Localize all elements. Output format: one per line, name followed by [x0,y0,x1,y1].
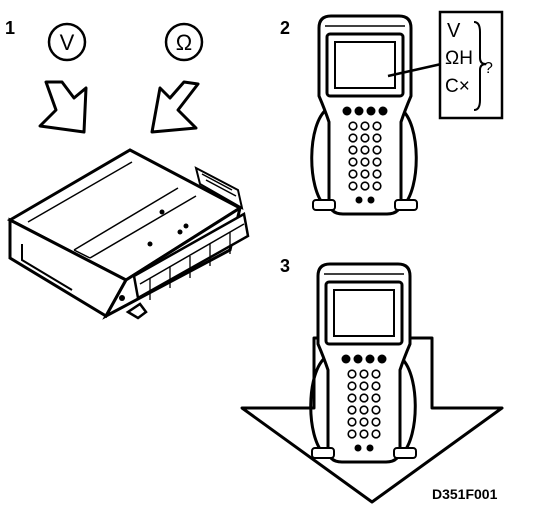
readout-line-resistance: ΩH [445,48,473,69]
readout-question-mark: ? [484,60,493,77]
handheld-scan-tool-icon [310,14,419,216]
screen-readout-callout: V ΩH C× ? [438,10,504,120]
readout-line-voltage: V [447,20,461,42]
step-2-number: 2 [280,18,290,38]
voltage-symbol-circle [47,22,87,62]
down-arrow-icon-right [150,80,200,134]
voltage-symbol: V [60,30,75,55]
step-3-number: 3 [280,256,290,276]
control-module-icon [6,148,250,320]
step-1-number: 1 [5,18,15,38]
handheld-scan-tool-icon-step-3 [309,262,418,464]
figure-code: D351F001 [432,486,498,502]
resistance-symbol-circle [164,22,204,62]
down-arrow-icon-left [38,80,88,134]
readout-line-capacitance: C× [445,76,470,97]
resistance-symbol: Ω [176,30,192,55]
